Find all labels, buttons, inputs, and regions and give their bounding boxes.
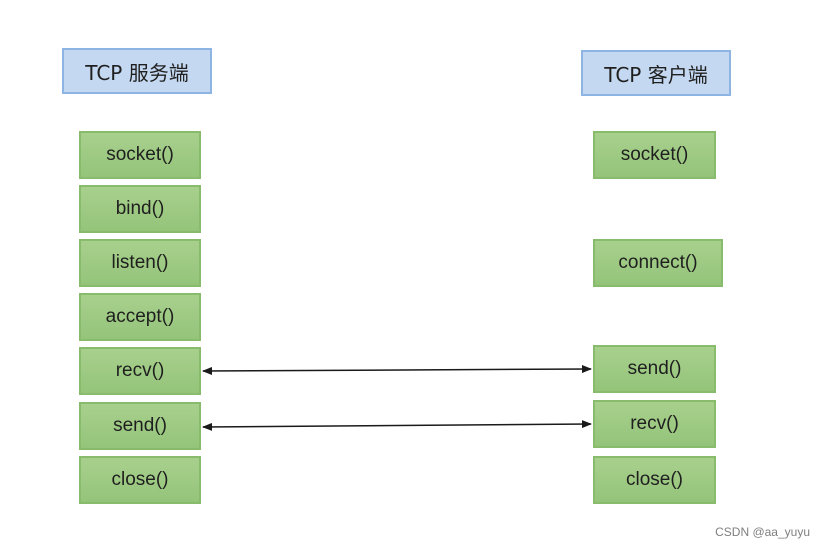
- server-bind-box: bind(): [79, 185, 201, 233]
- recv-send-arrow: [202, 365, 592, 375]
- server-listen-box: listen(): [79, 239, 201, 287]
- client-send-box: send(): [593, 345, 716, 393]
- server-recv-box: recv(): [79, 347, 201, 395]
- client-socket-box: socket(): [593, 131, 716, 179]
- client-title: TCP 客户端: [581, 50, 731, 96]
- watermark-text: CSDN @aa_yuyu: [715, 525, 810, 539]
- server-title: TCP 服务端: [62, 48, 212, 94]
- client-recv-box: recv(): [593, 400, 716, 448]
- send-recv-arrow: [202, 420, 592, 431]
- server-accept-box: accept(): [79, 293, 201, 341]
- server-send-box: send(): [79, 402, 201, 450]
- client-close-box: close(): [593, 456, 716, 504]
- client-connect-box: connect(): [593, 239, 723, 287]
- server-close-box: close(): [79, 456, 201, 504]
- server-socket-box: socket(): [79, 131, 201, 179]
